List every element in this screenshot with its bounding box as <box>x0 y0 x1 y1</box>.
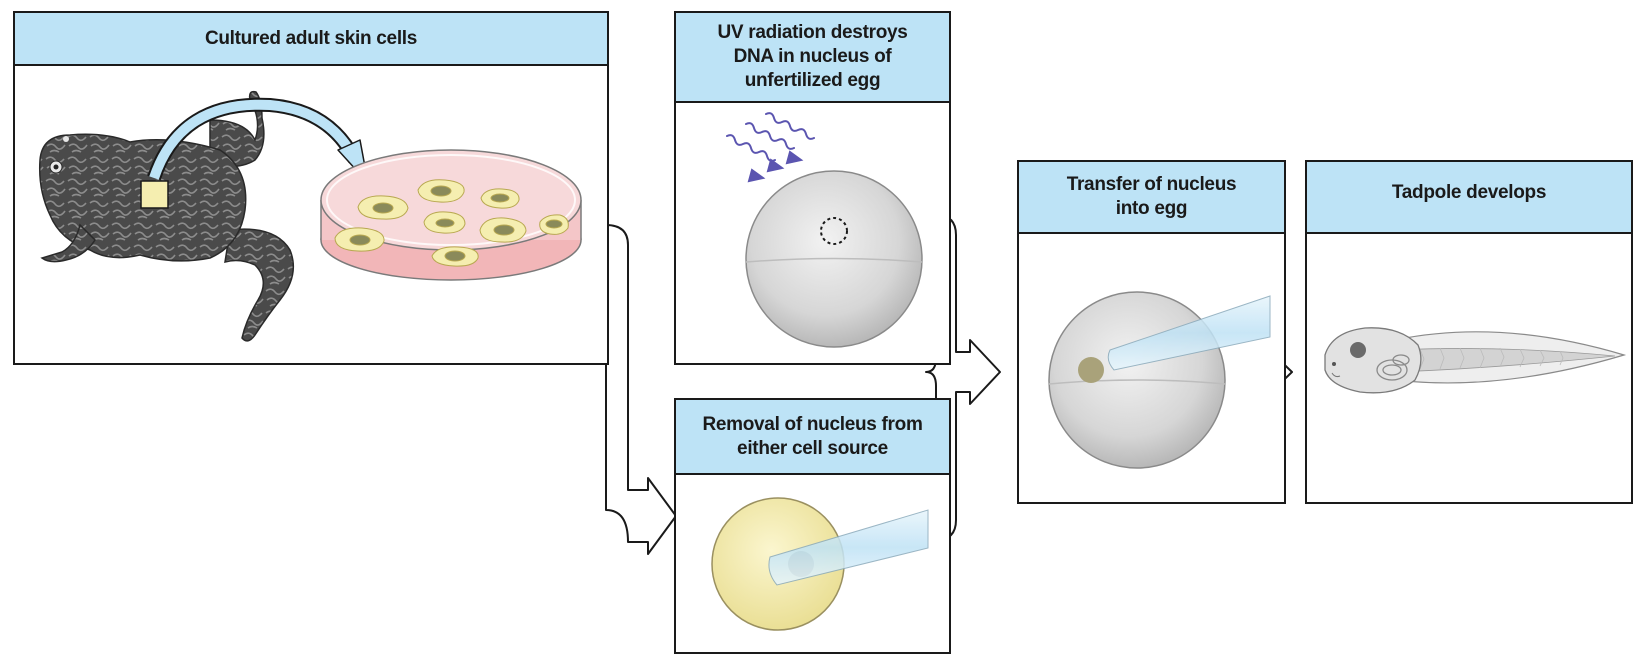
egg-icon <box>745 170 923 348</box>
pipette-icon <box>1107 295 1271 371</box>
panel-removal <box>674 398 951 654</box>
panel-title-skin-cells: Cultured adult skin cells <box>204 27 418 49</box>
tadpole-icon <box>1324 327 1627 394</box>
panel-transfer <box>1017 160 1286 504</box>
panel-uv-egg <box>674 11 951 365</box>
panel-title-transfer: Transfer of nucleus into egg <box>1066 174 1237 219</box>
panel-title-tadpole: Tadpole develops <box>1391 182 1547 203</box>
petri-dish-icon <box>320 149 582 281</box>
egg-icon <box>1048 291 1226 469</box>
cultured-cells <box>334 179 569 267</box>
panel-title-removal: Removal of nucleus from either cell sour… <box>702 413 923 459</box>
skin-sample-square <box>140 180 169 209</box>
uv-rays-icon <box>726 112 815 183</box>
pipette-icon <box>768 509 929 586</box>
panel-skin-cells <box>13 11 609 365</box>
panel-title-uv-egg: UV radiation destroys DNA in nucleus of … <box>717 22 908 91</box>
panel-tadpole <box>1305 160 1633 504</box>
